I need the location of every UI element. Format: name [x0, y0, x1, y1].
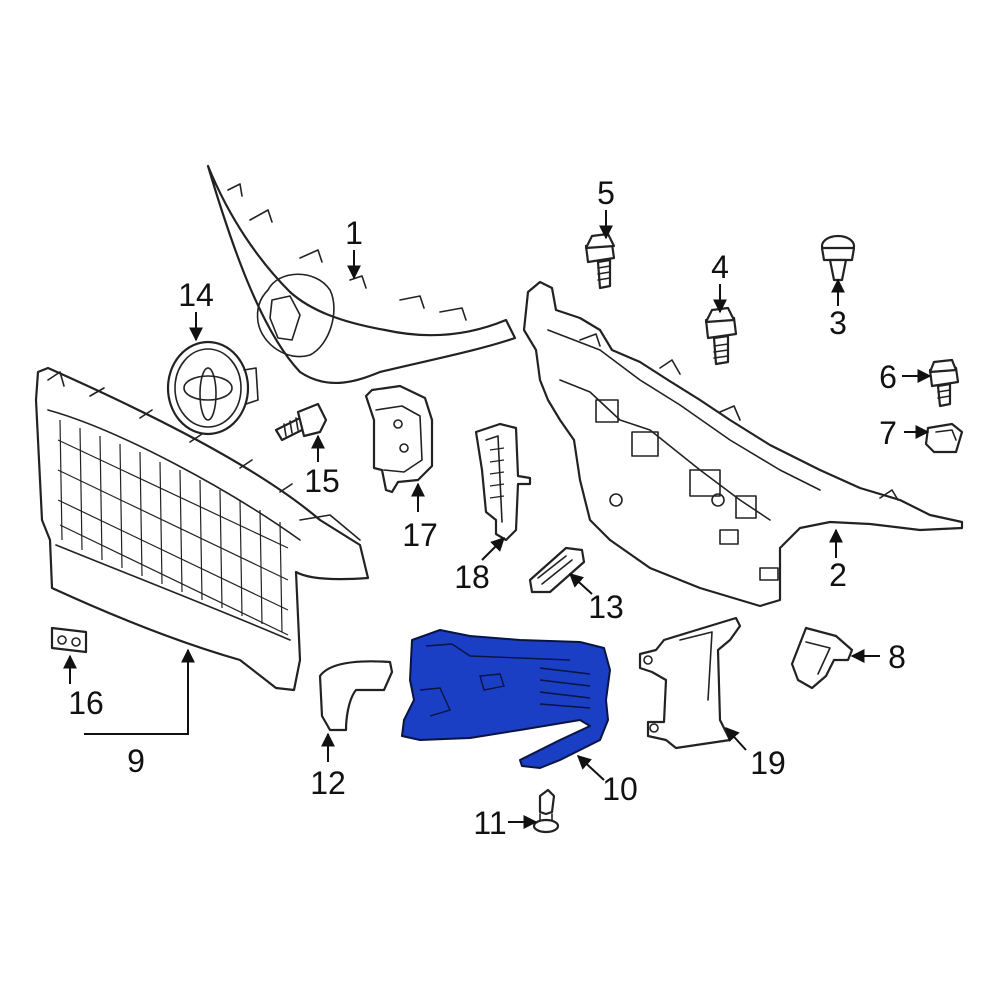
part-18-bracket: [474, 422, 532, 542]
callout-4: 4: [711, 249, 729, 285]
callout-15: 15: [304, 463, 340, 499]
part-5-bolt: [584, 232, 616, 290]
callout-3: 3: [829, 305, 847, 341]
callout-13: 13: [588, 589, 624, 625]
part-2-grille-support: [522, 280, 964, 608]
part-8-bracket: [790, 626, 854, 690]
part-15-screw: [274, 402, 328, 442]
callout-19: 19: [750, 745, 786, 781]
part-4-bolt: [704, 306, 738, 366]
callout-18: 18: [454, 559, 490, 595]
part-10-highlight: [401, 629, 611, 769]
part-10-lower-cover: [401, 629, 611, 769]
callout-11: 11: [473, 805, 506, 841]
part-9-lower-grille: [34, 366, 370, 692]
callout-1: 1: [345, 215, 363, 251]
callout-9: 9: [127, 743, 145, 779]
callout-7: 7: [879, 415, 897, 451]
callout-14: 14: [178, 277, 214, 313]
part-1-upper-grille-molding: [206, 164, 517, 385]
callout-labels: 1 2 3 4 5 6 7 8 9 10 11 12 13 14 15 16 1…: [68, 175, 906, 841]
part-17-bracket: [364, 384, 434, 494]
callout-12: 12: [310, 765, 346, 801]
callout-8: 8: [888, 639, 906, 675]
part-7-nut: [924, 422, 964, 454]
part-11-push-clip: [532, 788, 560, 834]
part-16-retainer: [50, 626, 88, 654]
callout-6: 6: [879, 359, 897, 395]
part-13-clip: [528, 546, 586, 594]
part-19-bracket: [638, 616, 742, 750]
callout-10: 10: [602, 771, 638, 807]
part-6-bolt: [928, 358, 960, 408]
part-12-molding: [318, 660, 394, 732]
callout-5: 5: [597, 175, 615, 211]
part-3-push-pin: [820, 234, 856, 282]
leader-lines: [63, 210, 932, 829]
callout-2: 2: [829, 557, 847, 593]
part-14-emblem: [166, 340, 259, 436]
callout-16: 16: [68, 685, 104, 721]
callout-17: 17: [402, 517, 438, 553]
